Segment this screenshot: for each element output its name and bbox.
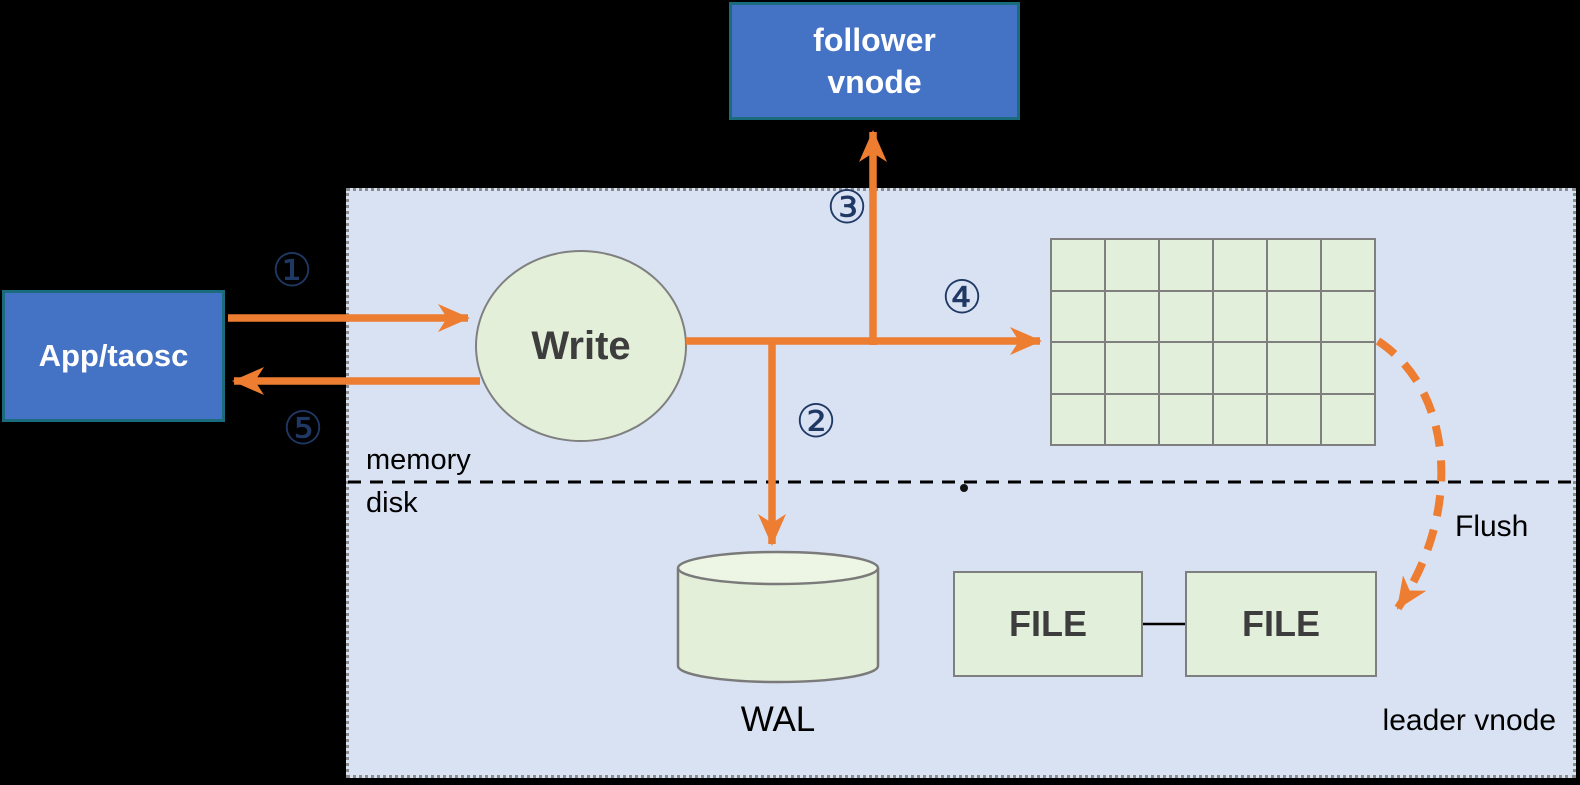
step-2-badge: ② bbox=[795, 394, 837, 448]
grid-cell bbox=[1106, 343, 1158, 393]
grid-cell bbox=[1214, 394, 1266, 444]
grid-cell bbox=[1268, 240, 1320, 290]
write-circle: Write bbox=[475, 250, 687, 442]
grid-cell bbox=[1052, 240, 1104, 290]
grid-cell bbox=[1268, 394, 1320, 444]
grid-cell bbox=[1322, 291, 1374, 341]
grid-cell bbox=[1268, 343, 1320, 393]
app-taosc-box: App/taosc bbox=[2, 290, 225, 422]
grid-cell bbox=[1052, 394, 1104, 444]
wal-cylinder-body bbox=[676, 568, 880, 684]
memory-label: memory bbox=[366, 444, 471, 476]
grid-cell bbox=[1160, 291, 1212, 341]
grid-cell bbox=[1214, 343, 1266, 393]
grid-cell bbox=[1052, 343, 1104, 393]
wal-cylinder bbox=[676, 550, 880, 684]
write-label: Write bbox=[531, 323, 631, 368]
leader-vnode-label: leader vnode bbox=[1382, 704, 1556, 737]
grid-cell bbox=[1160, 394, 1212, 444]
step-1-badge: ① bbox=[271, 243, 313, 297]
step-3-badge: ③ bbox=[826, 180, 868, 234]
app-taosc-label: App/taosc bbox=[38, 338, 189, 373]
grid-cell bbox=[1160, 343, 1212, 393]
divider-dot-artifact bbox=[960, 484, 968, 492]
flush-label: Flush bbox=[1455, 510, 1529, 543]
follower-vnode-box: follower vnode bbox=[729, 2, 1020, 120]
wal-label: WAL bbox=[740, 700, 816, 739]
grid-cell bbox=[1052, 291, 1104, 341]
grid-cell bbox=[1160, 240, 1212, 290]
file-box-left: FILE bbox=[953, 571, 1143, 677]
grid-cell bbox=[1106, 240, 1158, 290]
memory-buffer-grid bbox=[1050, 238, 1376, 446]
grid-cell bbox=[1322, 343, 1374, 393]
grid-cell bbox=[1106, 291, 1158, 341]
step-5-badge: ⑤ bbox=[282, 401, 324, 455]
wal-cylinder-top bbox=[676, 550, 880, 586]
disk-label: disk bbox=[366, 487, 418, 519]
file-box-right: FILE bbox=[1185, 571, 1377, 677]
grid-cell bbox=[1106, 394, 1158, 444]
grid-cell bbox=[1214, 291, 1266, 341]
follower-vnode-label-line2: vnode bbox=[827, 64, 922, 100]
file-right-label: FILE bbox=[1242, 603, 1320, 644]
step-4-badge: ④ bbox=[941, 270, 983, 324]
follower-vnode-label-line1: follower bbox=[813, 21, 936, 58]
grid-cell bbox=[1322, 394, 1374, 444]
grid-cell bbox=[1268, 291, 1320, 341]
grid-cell bbox=[1322, 240, 1374, 290]
grid-cell bbox=[1214, 240, 1266, 290]
file-left-label: FILE bbox=[1009, 603, 1087, 644]
